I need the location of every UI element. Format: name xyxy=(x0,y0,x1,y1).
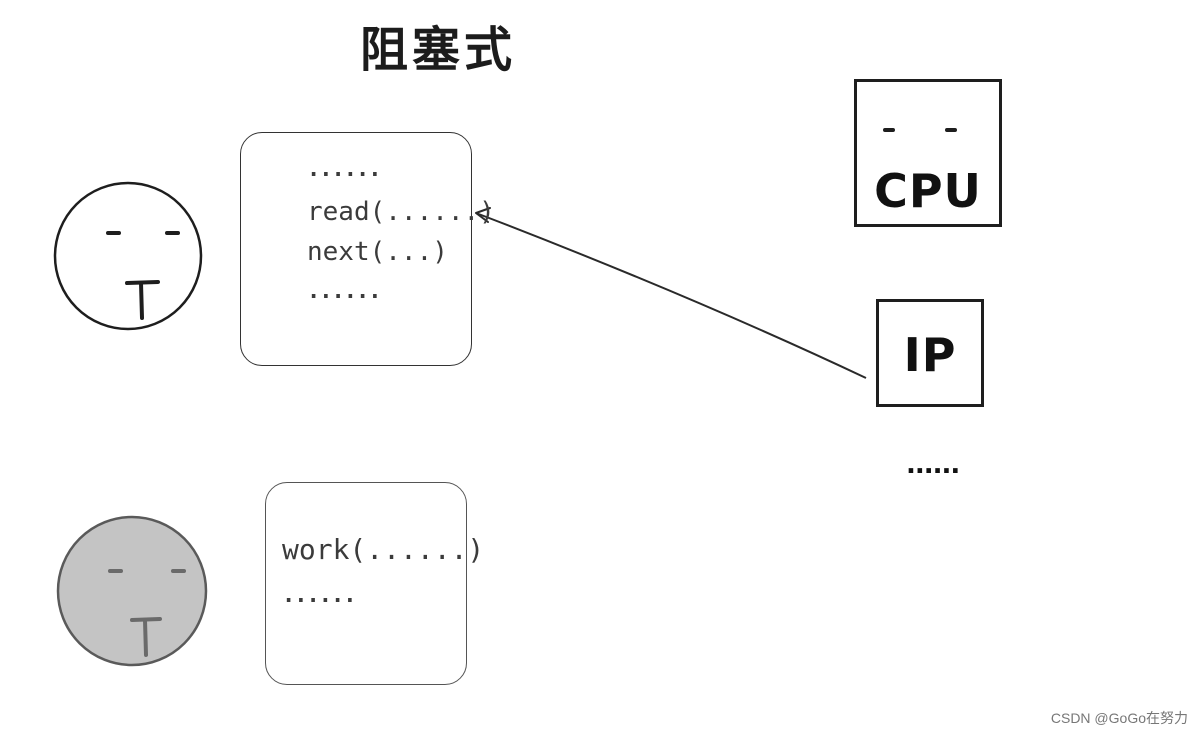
thread-face-waiting xyxy=(56,515,208,667)
code-line: ...... xyxy=(307,279,381,304)
code-card-waiting: work(......) ...... xyxy=(265,482,484,685)
cpu-box: CPU xyxy=(854,79,1002,227)
code-card-blocked: ...... read(......) next(...) ...... xyxy=(240,132,495,366)
code-line-work: work(......) xyxy=(282,533,485,566)
code-line-read: read(......) xyxy=(307,197,495,227)
code-line: ...... xyxy=(282,583,356,608)
thread-face-active xyxy=(53,181,203,331)
diagram-title: 阻塞式 xyxy=(360,22,517,78)
cpu-eye-icon xyxy=(883,128,895,132)
more-ellipsis: ...... xyxy=(906,450,960,480)
cpu-eye-icon xyxy=(945,128,957,132)
watermark: CSDN @GoGo在努力 xyxy=(1050,710,1188,726)
code-line-next: next(...) xyxy=(307,237,448,267)
cpu-label: CPU xyxy=(874,164,982,218)
ip-label: IP xyxy=(903,328,957,382)
ip-box: IP xyxy=(876,299,984,407)
ip-pointer-arrow xyxy=(475,207,867,379)
code-line: ...... xyxy=(307,157,381,182)
